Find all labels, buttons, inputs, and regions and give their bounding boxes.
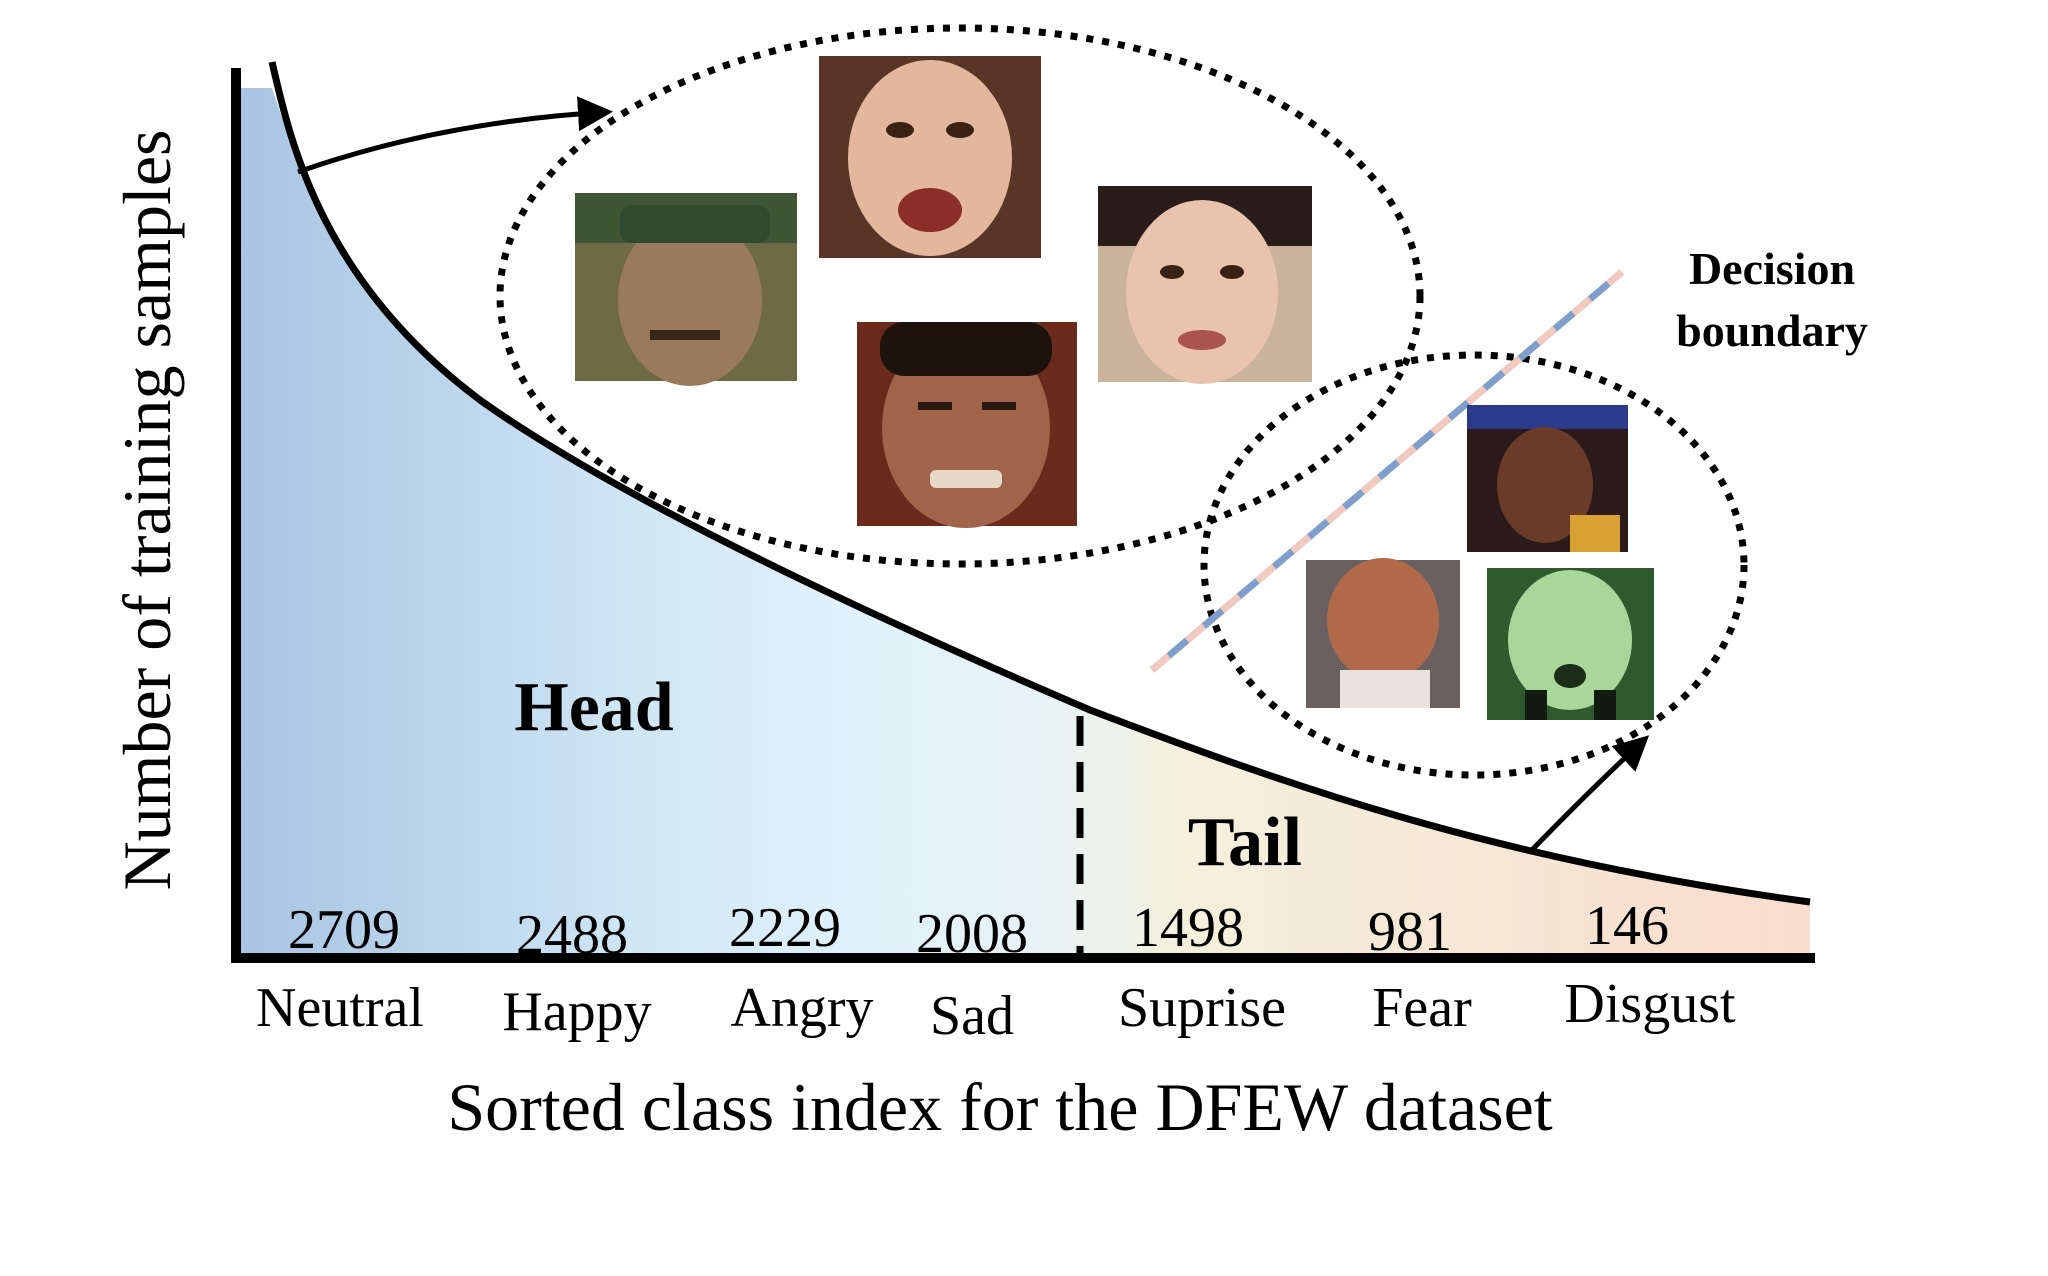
long-tail-curve: [268, 61, 1811, 906]
arrow-to-tail-ellipse: [1528, 735, 1650, 854]
sample-count-suprise: 1498: [1132, 897, 1244, 959]
category-labels: Neutral Happy Angry Sad Suprise Fear Disgust: [256, 973, 1736, 1047]
category-label-neutral: Neutral: [256, 977, 424, 1039]
face-green-screaming-woman: [1487, 568, 1654, 720]
face-bandana-man: [575, 193, 797, 386]
sample-count-disgust: 146: [1585, 895, 1669, 957]
sample-count-angry: 2229: [729, 897, 841, 959]
sample-count-neutral: 2709: [288, 899, 400, 961]
decision-boundary-label-line1: Decision: [1689, 243, 1855, 294]
face-angry-man: [857, 322, 1077, 528]
head-samples-ellipse: [496, 24, 1424, 568]
decision-boundary-label-line2: boundary: [1676, 305, 1868, 356]
category-label-happy: Happy: [502, 981, 651, 1043]
y-axis-label: Number of training samples: [109, 129, 185, 890]
category-label-sad: Sad: [930, 985, 1014, 1047]
value-labels: 2709 2488 2229 2008 1498 981 146: [288, 895, 1669, 966]
arrow-to-head-ellipse: [297, 96, 613, 175]
category-label-angry: Angry: [730, 977, 873, 1039]
tail-samples-ellipse: [1200, 351, 1748, 779]
decision-boundary-line-dash: [1149, 269, 1625, 673]
category-label-disgust: Disgust: [1564, 973, 1736, 1035]
face-fearful-woman: [1098, 186, 1312, 384]
category-label-suprise: Suprise: [1118, 977, 1286, 1039]
sample-count-sad: 2008: [916, 903, 1028, 965]
head-label: Head: [514, 669, 674, 746]
sample-count-happy: 2488: [516, 904, 628, 966]
tail-label: Tail: [1188, 804, 1302, 881]
face-surprised-girl: [819, 56, 1041, 258]
face-angry-older-man: [1306, 558, 1460, 708]
distribution-area: [240, 88, 1810, 958]
category-label-fear: Fear: [1372, 977, 1472, 1039]
face-dark-woman: [1467, 405, 1628, 552]
x-axis-label: Sorted class index for the DFEW dataset: [447, 1069, 1552, 1145]
sample-count-fear: 981: [1368, 901, 1452, 963]
